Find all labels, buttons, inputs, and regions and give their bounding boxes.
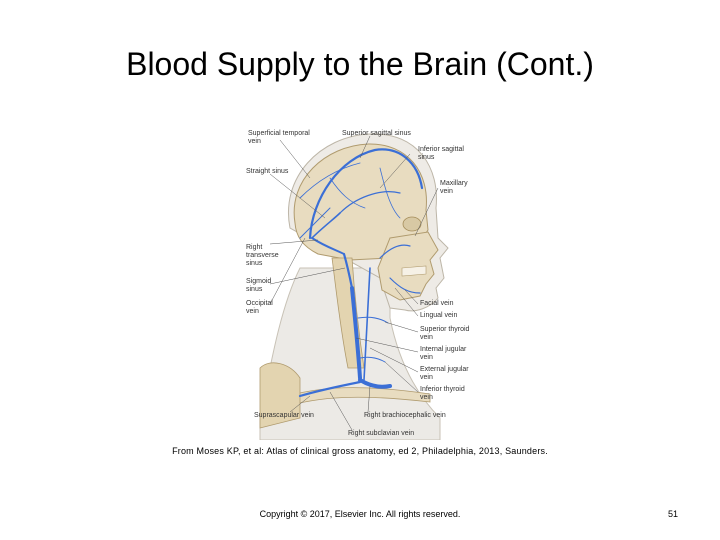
internal-jugular-vein <box>350 286 362 380</box>
label-external-jugular-vein: External jugular vein <box>420 366 469 381</box>
superior-sagittal-sinus <box>308 148 424 240</box>
jaw <box>377 231 439 301</box>
head-neck-venous-illustration: Superficial temporal vein Superior sagit… <box>240 118 480 440</box>
slide-title: Blood Supply to the Brain (Cont.) <box>126 46 594 82</box>
label-internal-jugular-vein: Internal jugular vein <box>420 346 467 361</box>
label-inferior-sagittal-sinus: Inferior sagittal sinus <box>418 146 464 161</box>
label-right-transverse-sinus: Right transverse sinus <box>246 244 279 267</box>
label-right-subclavian-vein: Right subclavian vein <box>348 430 415 437</box>
label-occipital-vein: Occipital vein <box>246 300 273 315</box>
label-superficial-temporal-vein: Superficial temporal vein <box>248 130 310 145</box>
temporal-vein <box>299 162 361 199</box>
occipital-vein <box>299 207 331 239</box>
label-facial-vein: Facial vein <box>420 300 454 307</box>
cortical-vein <box>379 167 401 219</box>
copyright-notice: Copyright © 2017, Elsevier Inc. All righ… <box>259 509 461 519</box>
label-suprascapular-vein: Suprascapular vein <box>254 412 314 419</box>
label-superior-sagittal-sinus: Superior sagittal sinus <box>342 130 411 137</box>
label-maxillary-vein: Maxillary vein <box>440 180 468 195</box>
skull <box>293 143 429 261</box>
label-right-brachiocephalic-vein: Right brachiocephalic vein <box>364 412 446 419</box>
label-lingual-vein: Lingual vein <box>420 312 458 319</box>
leader-lines <box>269 135 439 431</box>
sigmoid-sinus <box>342 252 354 290</box>
external-jugular-vein <box>363 267 371 381</box>
straight-sinus <box>311 212 341 239</box>
subclavian-vein <box>298 380 362 398</box>
page-number: 51 <box>667 509 678 519</box>
label-superior-thyroid-vein: Superior thyroid vein <box>420 326 470 341</box>
cortical-vein <box>329 177 366 209</box>
teeth <box>401 265 427 277</box>
label-straight-sinus: Straight sinus <box>246 168 289 175</box>
maxillary-vein <box>379 244 411 259</box>
brachiocephalic-vein <box>358 378 392 389</box>
facial-vein <box>389 277 421 294</box>
transverse-sinus <box>311 237 345 255</box>
figure-citation: From Moses KP, et al: Atlas of clinical … <box>172 446 548 456</box>
venous-network <box>298 148 424 398</box>
superior-thyroid-vein <box>357 316 389 324</box>
label-inferior-thyroid-vein: Inferior thyroid vein <box>420 386 465 401</box>
inferior-sagittal-sinus <box>339 191 401 214</box>
label-sigmoid-sinus: Sigmoid sinus <box>246 278 272 293</box>
inferior-thyroid-vein <box>359 356 386 363</box>
anatomy-drawing <box>259 133 449 440</box>
